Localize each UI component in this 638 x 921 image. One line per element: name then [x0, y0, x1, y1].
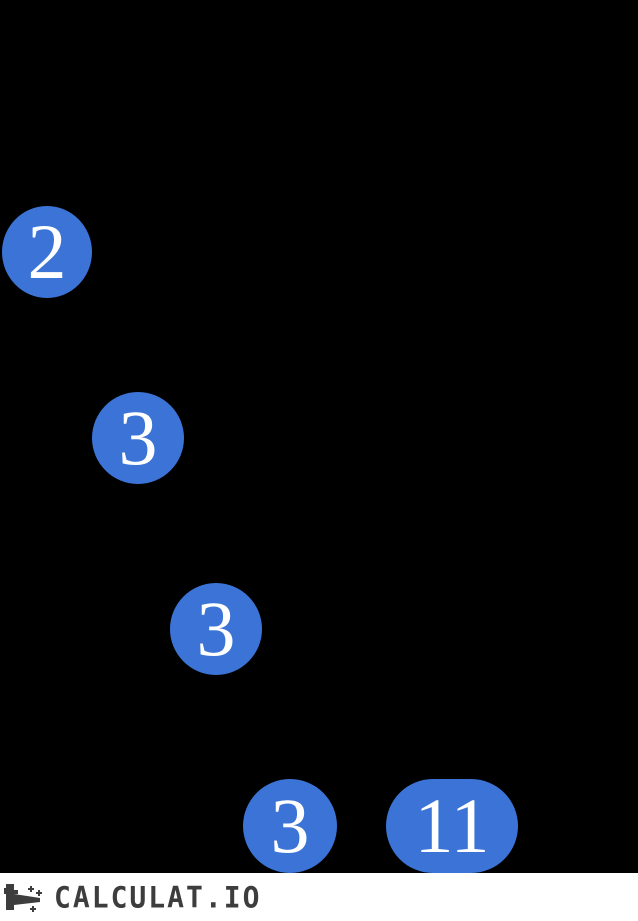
prime-factor-node-11: 11: [386, 779, 518, 873]
prime-factor-node-3-second: 3: [170, 583, 262, 675]
prime-factor-node-2: 2: [2, 206, 92, 298]
prime-factor-node-3-third: 3: [243, 779, 337, 873]
brand-wordmark: CALCULAT.IO: [54, 879, 262, 915]
prime-factor-node-3-first: 3: [92, 392, 184, 484]
calculatio-logo: CALCULAT.IO: [0, 878, 261, 916]
brand-watermark-bar: CALCULAT.IO: [0, 873, 638, 921]
rocket-sparkles-icon: [2, 878, 50, 916]
